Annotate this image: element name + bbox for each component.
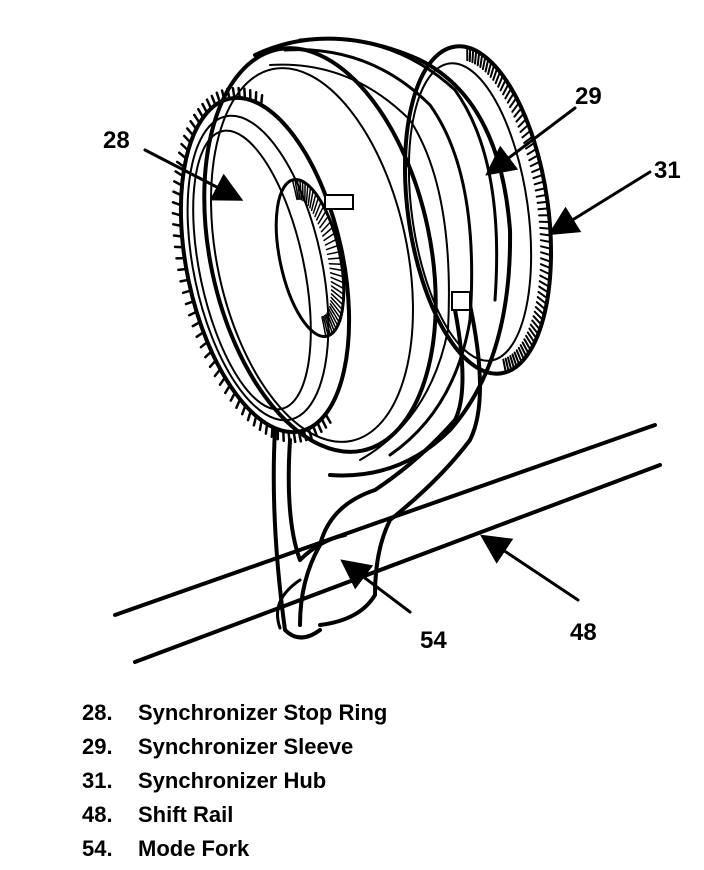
- legend-label: Synchronizer Hub: [138, 768, 327, 793]
- callout-48: 48: [570, 619, 597, 646]
- legend-item-31: 31. Synchronizer Hub: [82, 764, 387, 798]
- legend-label: Synchronizer Sleeve: [138, 734, 354, 759]
- legend-number: 29.: [82, 734, 113, 759]
- callout-54: 54: [420, 627, 447, 654]
- legend-item-29: 29. Synchronizer Sleeve: [82, 730, 387, 764]
- legend-label: Mode Fork: [138, 836, 250, 861]
- callout-arrows: [143, 106, 652, 614]
- legend-item-54: 54. Mode Fork: [82, 832, 387, 866]
- legend-item-48: 48. Shift Rail: [82, 798, 387, 832]
- callout-28: 28: [103, 127, 130, 154]
- callout-29: 29: [575, 83, 602, 110]
- legend-label: Synchronizer Stop Ring: [138, 700, 388, 725]
- parts-legend: 28. Synchronizer Stop Ring 29. Synchronize…: [82, 696, 387, 866]
- synchronizer-sleeve: [202, 36, 513, 478]
- legend-number: 31.: [82, 768, 113, 793]
- callout-31: 31: [654, 157, 681, 184]
- legend-number: 48.: [82, 802, 113, 827]
- synchronizer-stop-ring: [171, 86, 354, 444]
- legend-number: 28.: [82, 700, 113, 725]
- legend-number: 54.: [82, 836, 113, 861]
- mode-fork: [271, 291, 482, 640]
- synchronizer-assembly-diagram: 28 29 31 54 48: [103, 36, 681, 664]
- legend-label: Shift Rail: [138, 802, 234, 827]
- legend-item-28: 28. Synchronizer Stop Ring: [82, 696, 387, 730]
